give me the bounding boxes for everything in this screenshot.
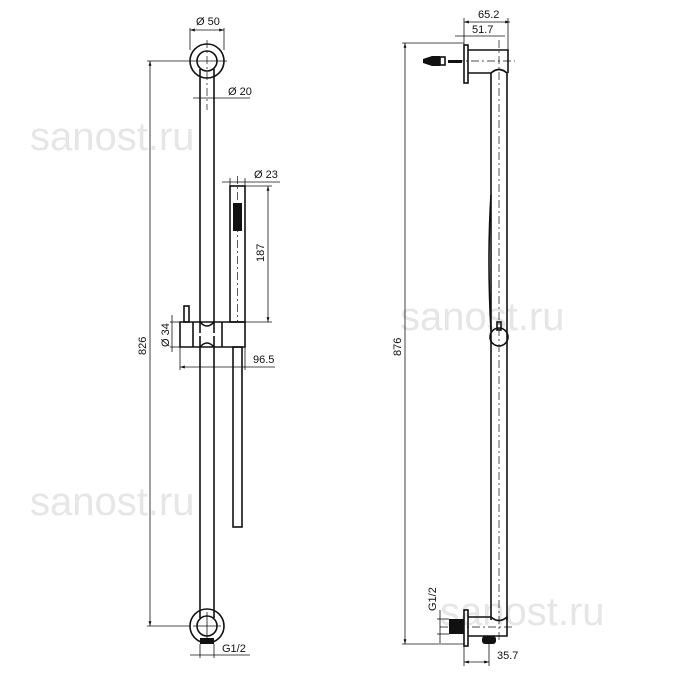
dim-handshower-length: 187 [255,244,267,262]
dim-slider-diameter: Ø 34 [160,323,172,347]
dim-total-height: 876 [392,338,404,356]
watermark: sanost.ru [30,480,195,524]
dim-slider-projection: 96.5 [253,354,274,366]
dim-rail-axis-projection: 51.7 [472,24,493,36]
outlet-thread [449,619,464,634]
dim-rail-diameter: Ø 20 [228,86,252,98]
side-view: 65.2 51.7 876 G1/2 35.7 [392,9,518,666]
top-arm [468,49,509,74]
hose [232,346,243,528]
watermarks: sanost.ru sanost.ru sanost.ru sanost.ru [30,115,605,634]
dim-bracket-diameter: Ø 50 [196,16,220,28]
wall-plate-top [463,44,469,84]
outlet-nut-side [482,636,496,644]
dim-outlet-thread: G1/2 [222,643,246,655]
outlet-nut [200,638,214,644]
outlet-body [468,615,508,637]
dim-total-centers: 826 [137,337,149,355]
slider-knob [183,305,190,323]
side-handshower [488,194,492,331]
dim-outlet-projection: 35.7 [497,650,518,662]
front-view: Ø 50 Ø 20 826 Ø 23 187 Ø 34 96.5 G1/2 [137,16,280,658]
dim-outlet-thread-side: G1/2 [427,587,439,611]
dim-handshower-diameter: Ø 23 [254,169,278,181]
side-slider [489,327,509,347]
watermark: sanost.ru [30,115,195,159]
spray-nozzles [233,203,242,231]
watermark: sanost.ru [400,295,565,339]
wall-anchor-icon [423,56,462,66]
slider-block [179,321,246,348]
dim-total-projection: 65.2 [478,9,499,21]
